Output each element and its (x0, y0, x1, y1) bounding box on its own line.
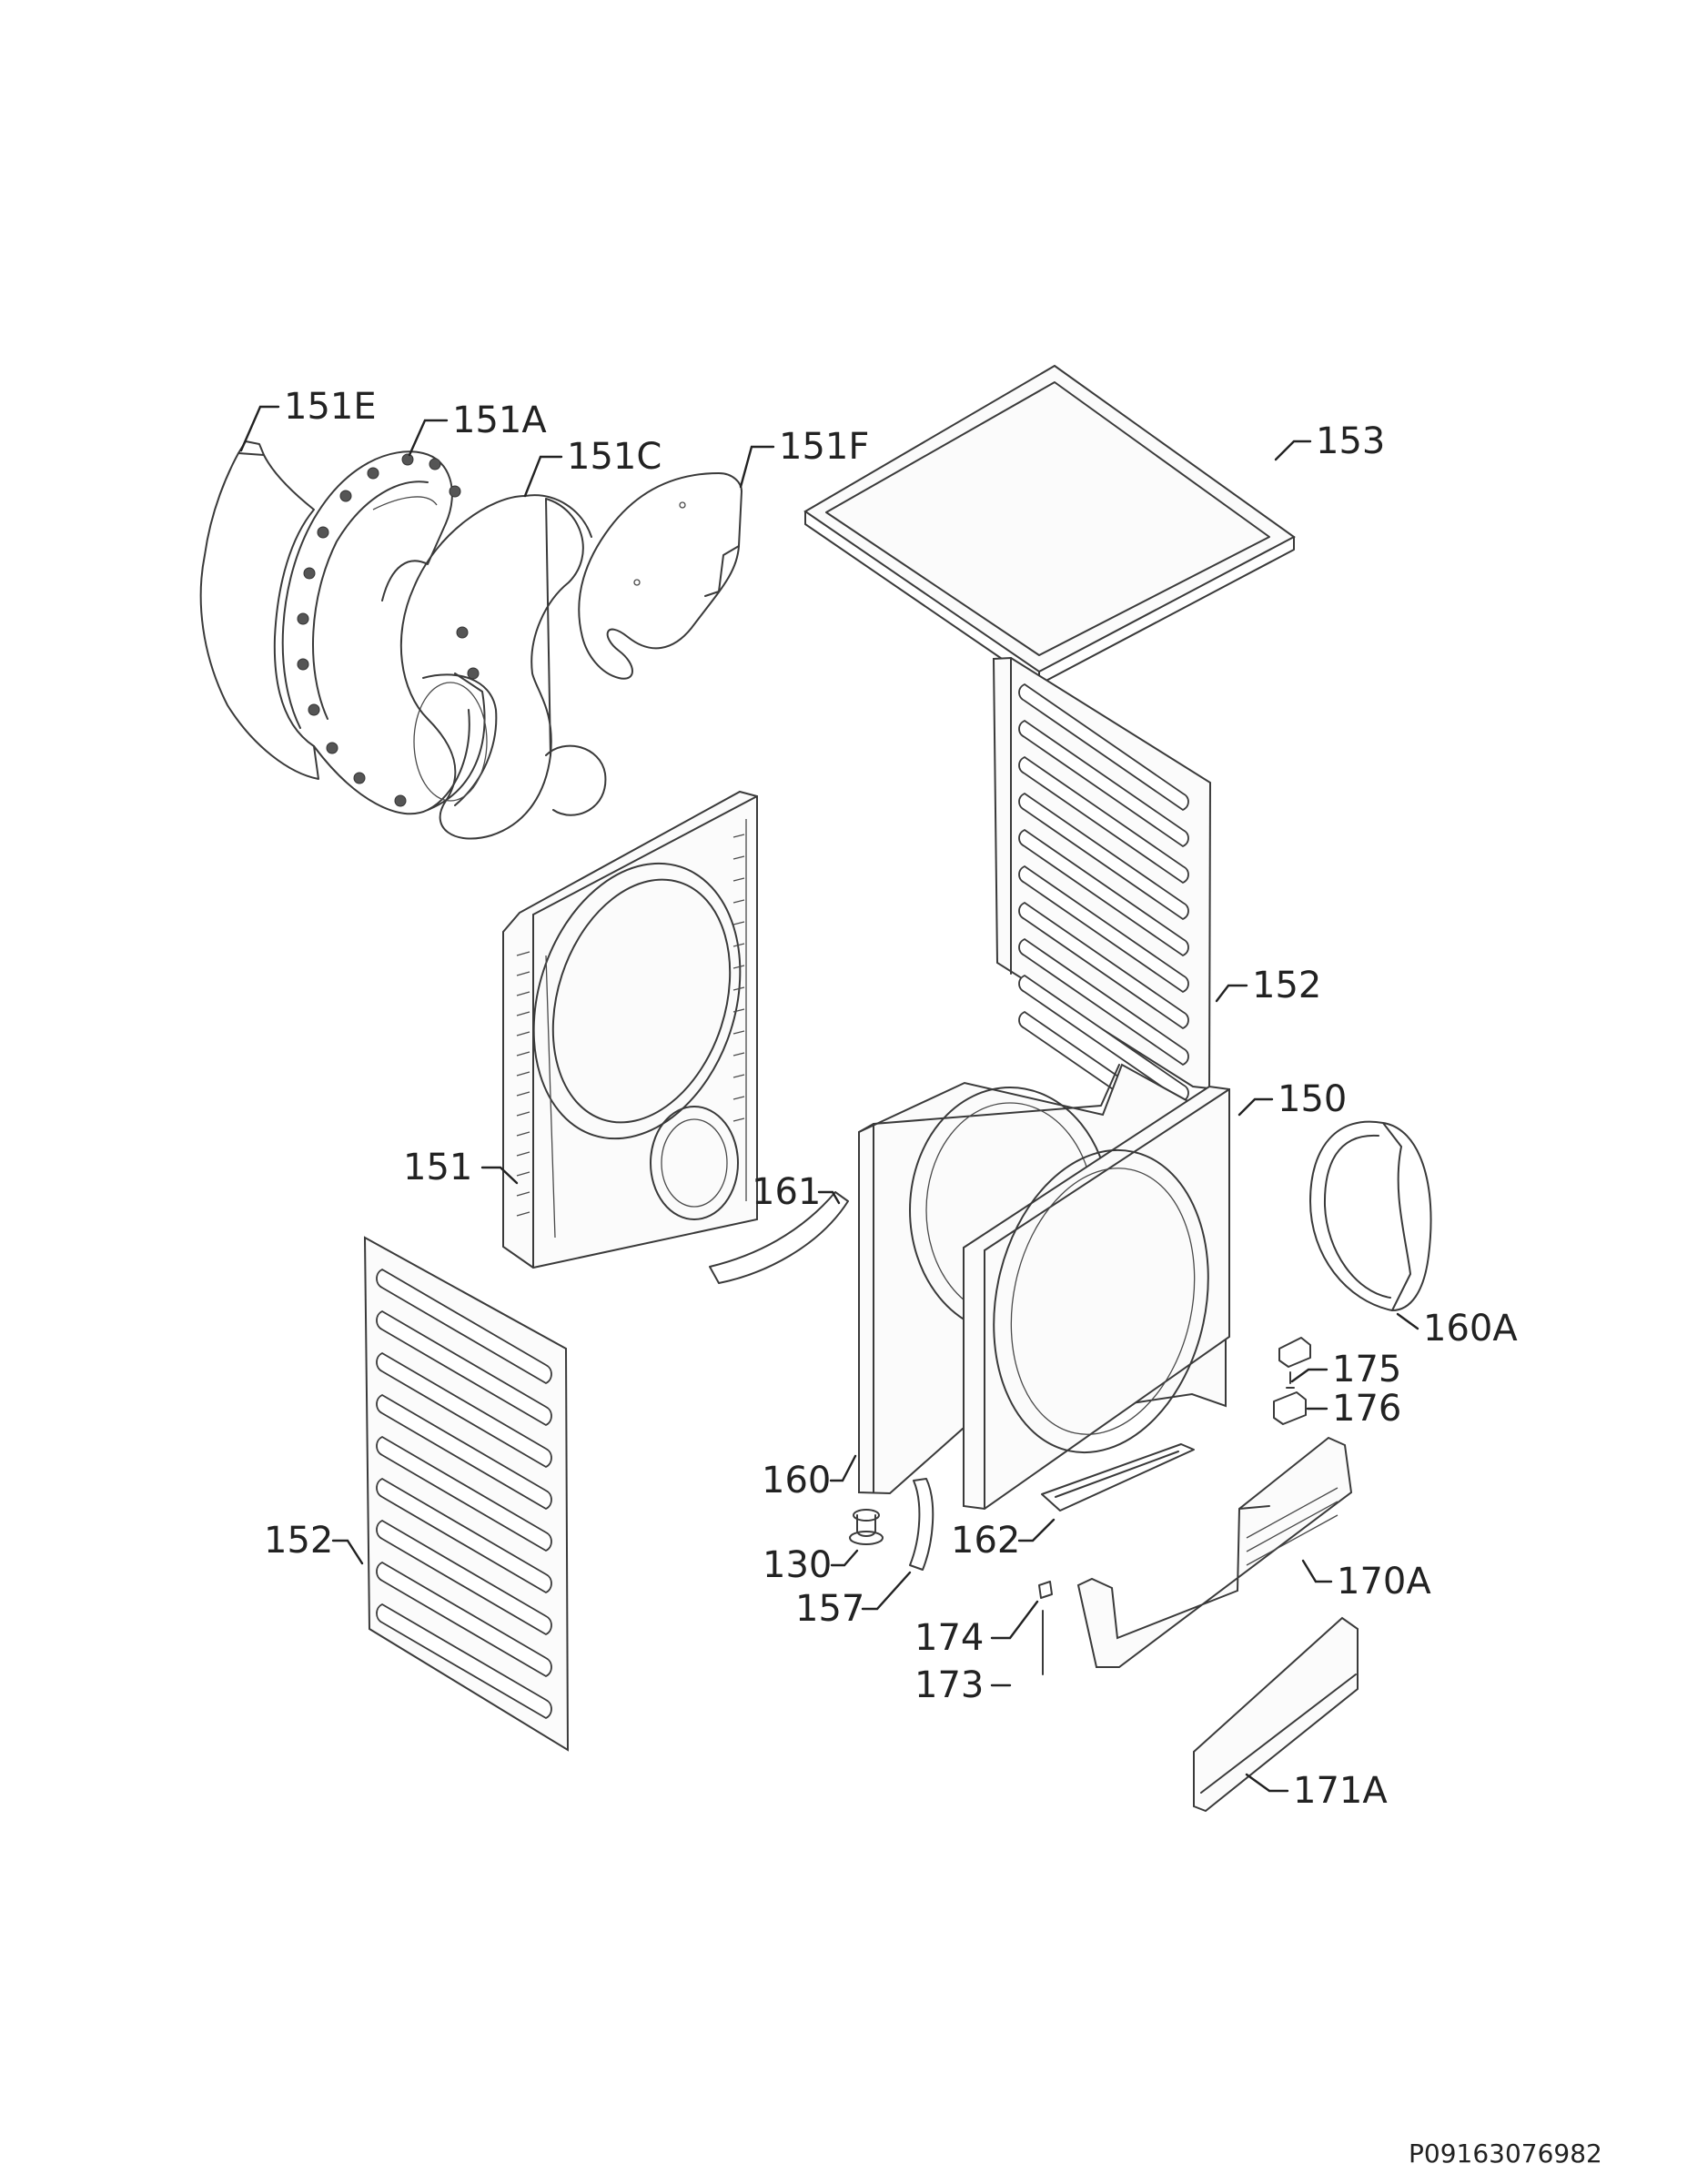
label-152-top: 152 (1252, 965, 1321, 1006)
label-151F: 151F (779, 426, 869, 468)
label-150: 150 (1278, 1078, 1347, 1120)
frame-rib (516, 1171, 530, 1177)
part-150-front-panel (963, 1085, 1230, 1511)
frame-rib (732, 1074, 745, 1078)
label-176: 176 (1332, 1388, 1401, 1430)
frame-rib (732, 1030, 745, 1035)
panel-slot (1018, 792, 1189, 921)
part-162-filter-tray (1041, 1443, 1195, 1512)
part-151-rear-frame (502, 790, 758, 1269)
frame-rib (516, 1091, 530, 1097)
label-174: 174 (914, 1617, 984, 1659)
frame-rib (516, 951, 530, 956)
frame-rib (516, 991, 530, 996)
part-153-top-lid (803, 364, 1296, 685)
part-151A-housing-ring (281, 450, 498, 815)
part-174-clip (1038, 1581, 1053, 1599)
label-151: 151 (403, 1147, 472, 1188)
leader-lines (239, 405, 1419, 1793)
panel-slot (376, 1351, 552, 1469)
panel-slot (376, 1603, 552, 1720)
part-151F-rear-cover (578, 472, 742, 680)
panel-slot (1018, 682, 1189, 812)
label-160: 160 (762, 1460, 831, 1502)
frame-rib (732, 1008, 745, 1013)
panel-slot (376, 1268, 552, 1385)
part-labels: 151E 151A 151C 151F 153 152 150 151 161 … (264, 386, 1602, 2169)
panel-slot (376, 1435, 552, 1552)
label-152-left: 152 (264, 1520, 333, 1562)
panel-slot (1018, 901, 1189, 1030)
label-175: 175 (1332, 1349, 1401, 1390)
drawing-code: P09163076982 (1409, 2138, 1602, 2169)
label-151A: 151A (452, 399, 547, 441)
frame-rib (516, 1191, 530, 1197)
frame-rib (516, 1071, 530, 1077)
panel-slot (1018, 719, 1189, 848)
part-152-left-side-panel (363, 1236, 570, 1752)
frame-rib (732, 855, 745, 860)
frame-rib (516, 1211, 530, 1217)
part-157-bracket (909, 1478, 934, 1571)
label-173: 173 (914, 1664, 984, 1706)
part-175-latch (1278, 1337, 1311, 1389)
panel-slot (1018, 937, 1189, 1067)
part-170A-plinth (1076, 1436, 1353, 1668)
frame-rib (516, 1031, 530, 1036)
part-171A-door-panel (1193, 1616, 1359, 1813)
label-157: 157 (795, 1588, 864, 1630)
label-161: 161 (752, 1171, 821, 1213)
part-161-seal-strip (709, 1191, 849, 1284)
frame-rib (516, 1151, 530, 1157)
label-170A: 170A (1337, 1561, 1431, 1603)
housing-bolts (297, 453, 480, 807)
frame-rib (732, 1052, 745, 1057)
frame-rib (732, 965, 745, 969)
frame-rib (516, 1011, 530, 1016)
label-153: 153 (1316, 420, 1385, 462)
frame-rib (732, 921, 745, 925)
part-176-switch (1273, 1391, 1307, 1425)
frame-rib (732, 877, 745, 882)
panel-slots-left (376, 1268, 552, 1720)
panel-slot (376, 1477, 552, 1594)
panel-slot (376, 1561, 552, 1678)
panel-slots-right (1018, 682, 1189, 1139)
frame-rib (732, 1096, 745, 1100)
frame-rib (732, 986, 745, 991)
panel-slot (1018, 828, 1189, 957)
part-151C-gasket (399, 494, 607, 840)
frame-ribs (516, 834, 745, 1217)
label-162: 162 (951, 1520, 1020, 1562)
frame-rib (516, 971, 530, 976)
part-130-foot (849, 1509, 884, 1545)
frame-rib (516, 1131, 530, 1137)
panel-slot (1018, 864, 1189, 994)
label-151E: 151E (284, 386, 377, 428)
part-152-right-side-panel (992, 656, 1212, 1139)
part-160A-door-seal (1309, 1120, 1432, 1311)
label-171A: 171A (1293, 1770, 1388, 1812)
panel-slot (376, 1519, 552, 1636)
frame-rib (516, 1111, 530, 1117)
label-151C: 151C (567, 436, 662, 478)
frame-rib (732, 1117, 745, 1122)
panel-slot (376, 1393, 552, 1511)
frame-rib (732, 899, 745, 904)
frame-rib (732, 834, 745, 838)
panel-slot (376, 1309, 552, 1427)
label-130: 130 (763, 1544, 832, 1586)
panel-slot (1018, 755, 1189, 885)
frame-rib (732, 943, 745, 947)
frame-rib (516, 1051, 530, 1057)
label-160A: 160A (1423, 1308, 1518, 1350)
